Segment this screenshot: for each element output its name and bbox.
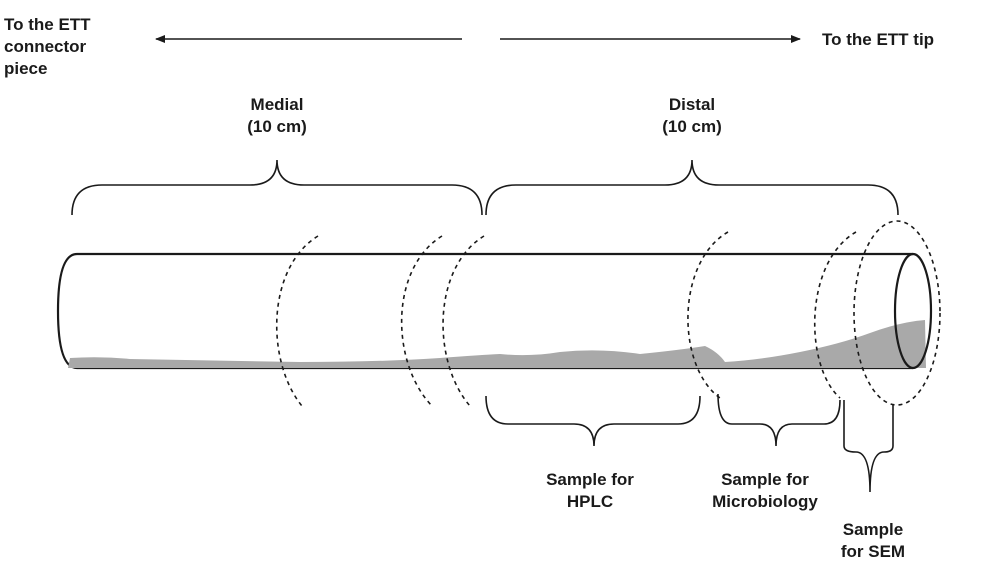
tube-opening xyxy=(893,252,933,370)
medial-section-label: Medial (10 cm) xyxy=(219,94,335,138)
cut-line-1 xyxy=(275,235,319,407)
distal-length: (10 cm) xyxy=(662,117,722,136)
connector-label-line-3: piece xyxy=(4,59,48,78)
cut-line-4 xyxy=(687,231,729,399)
connector-label-line-2: connector xyxy=(4,37,87,56)
ett-tube xyxy=(77,252,913,370)
medial-brace xyxy=(71,159,483,216)
hplc-sample-label: Sample for HPLC xyxy=(520,469,660,513)
medial-length: (10 cm) xyxy=(247,117,307,136)
biofilm-deposit xyxy=(68,320,926,368)
micro-label-line-1: Sample for xyxy=(721,470,809,489)
distal-brace xyxy=(485,159,899,216)
sem-sample-label: Sample for SEM xyxy=(818,519,928,563)
sem-label-line-2: for SEM xyxy=(840,542,906,561)
cut-line-2 xyxy=(400,235,443,407)
microbiology-brace xyxy=(717,393,841,447)
cut-line-3 xyxy=(442,235,485,407)
hplc-label-line-1: Sample for xyxy=(546,470,634,489)
micro-label-line-2: Microbiology xyxy=(712,492,818,511)
distal-name: Distal xyxy=(668,95,716,114)
connector-direction-label: To the ETT connector piece xyxy=(4,14,91,80)
hplc-brace xyxy=(485,395,701,447)
cut-line-sem xyxy=(853,220,941,406)
cut-line-5 xyxy=(813,231,857,399)
medial-name: Medial xyxy=(250,95,304,114)
distal-section-label: Distal (10 cm) xyxy=(634,94,750,138)
tube-left-end xyxy=(56,252,78,370)
tip-direction-label: To the ETT tip xyxy=(822,30,935,49)
connector-label-line-1: To the ETT xyxy=(4,15,91,34)
hplc-label-line-2: HPLC xyxy=(566,492,614,511)
microbiology-sample-label: Sample for Microbiology xyxy=(700,469,830,513)
sem-brace xyxy=(843,400,894,493)
sem-label-line-1: Sample xyxy=(842,520,904,539)
